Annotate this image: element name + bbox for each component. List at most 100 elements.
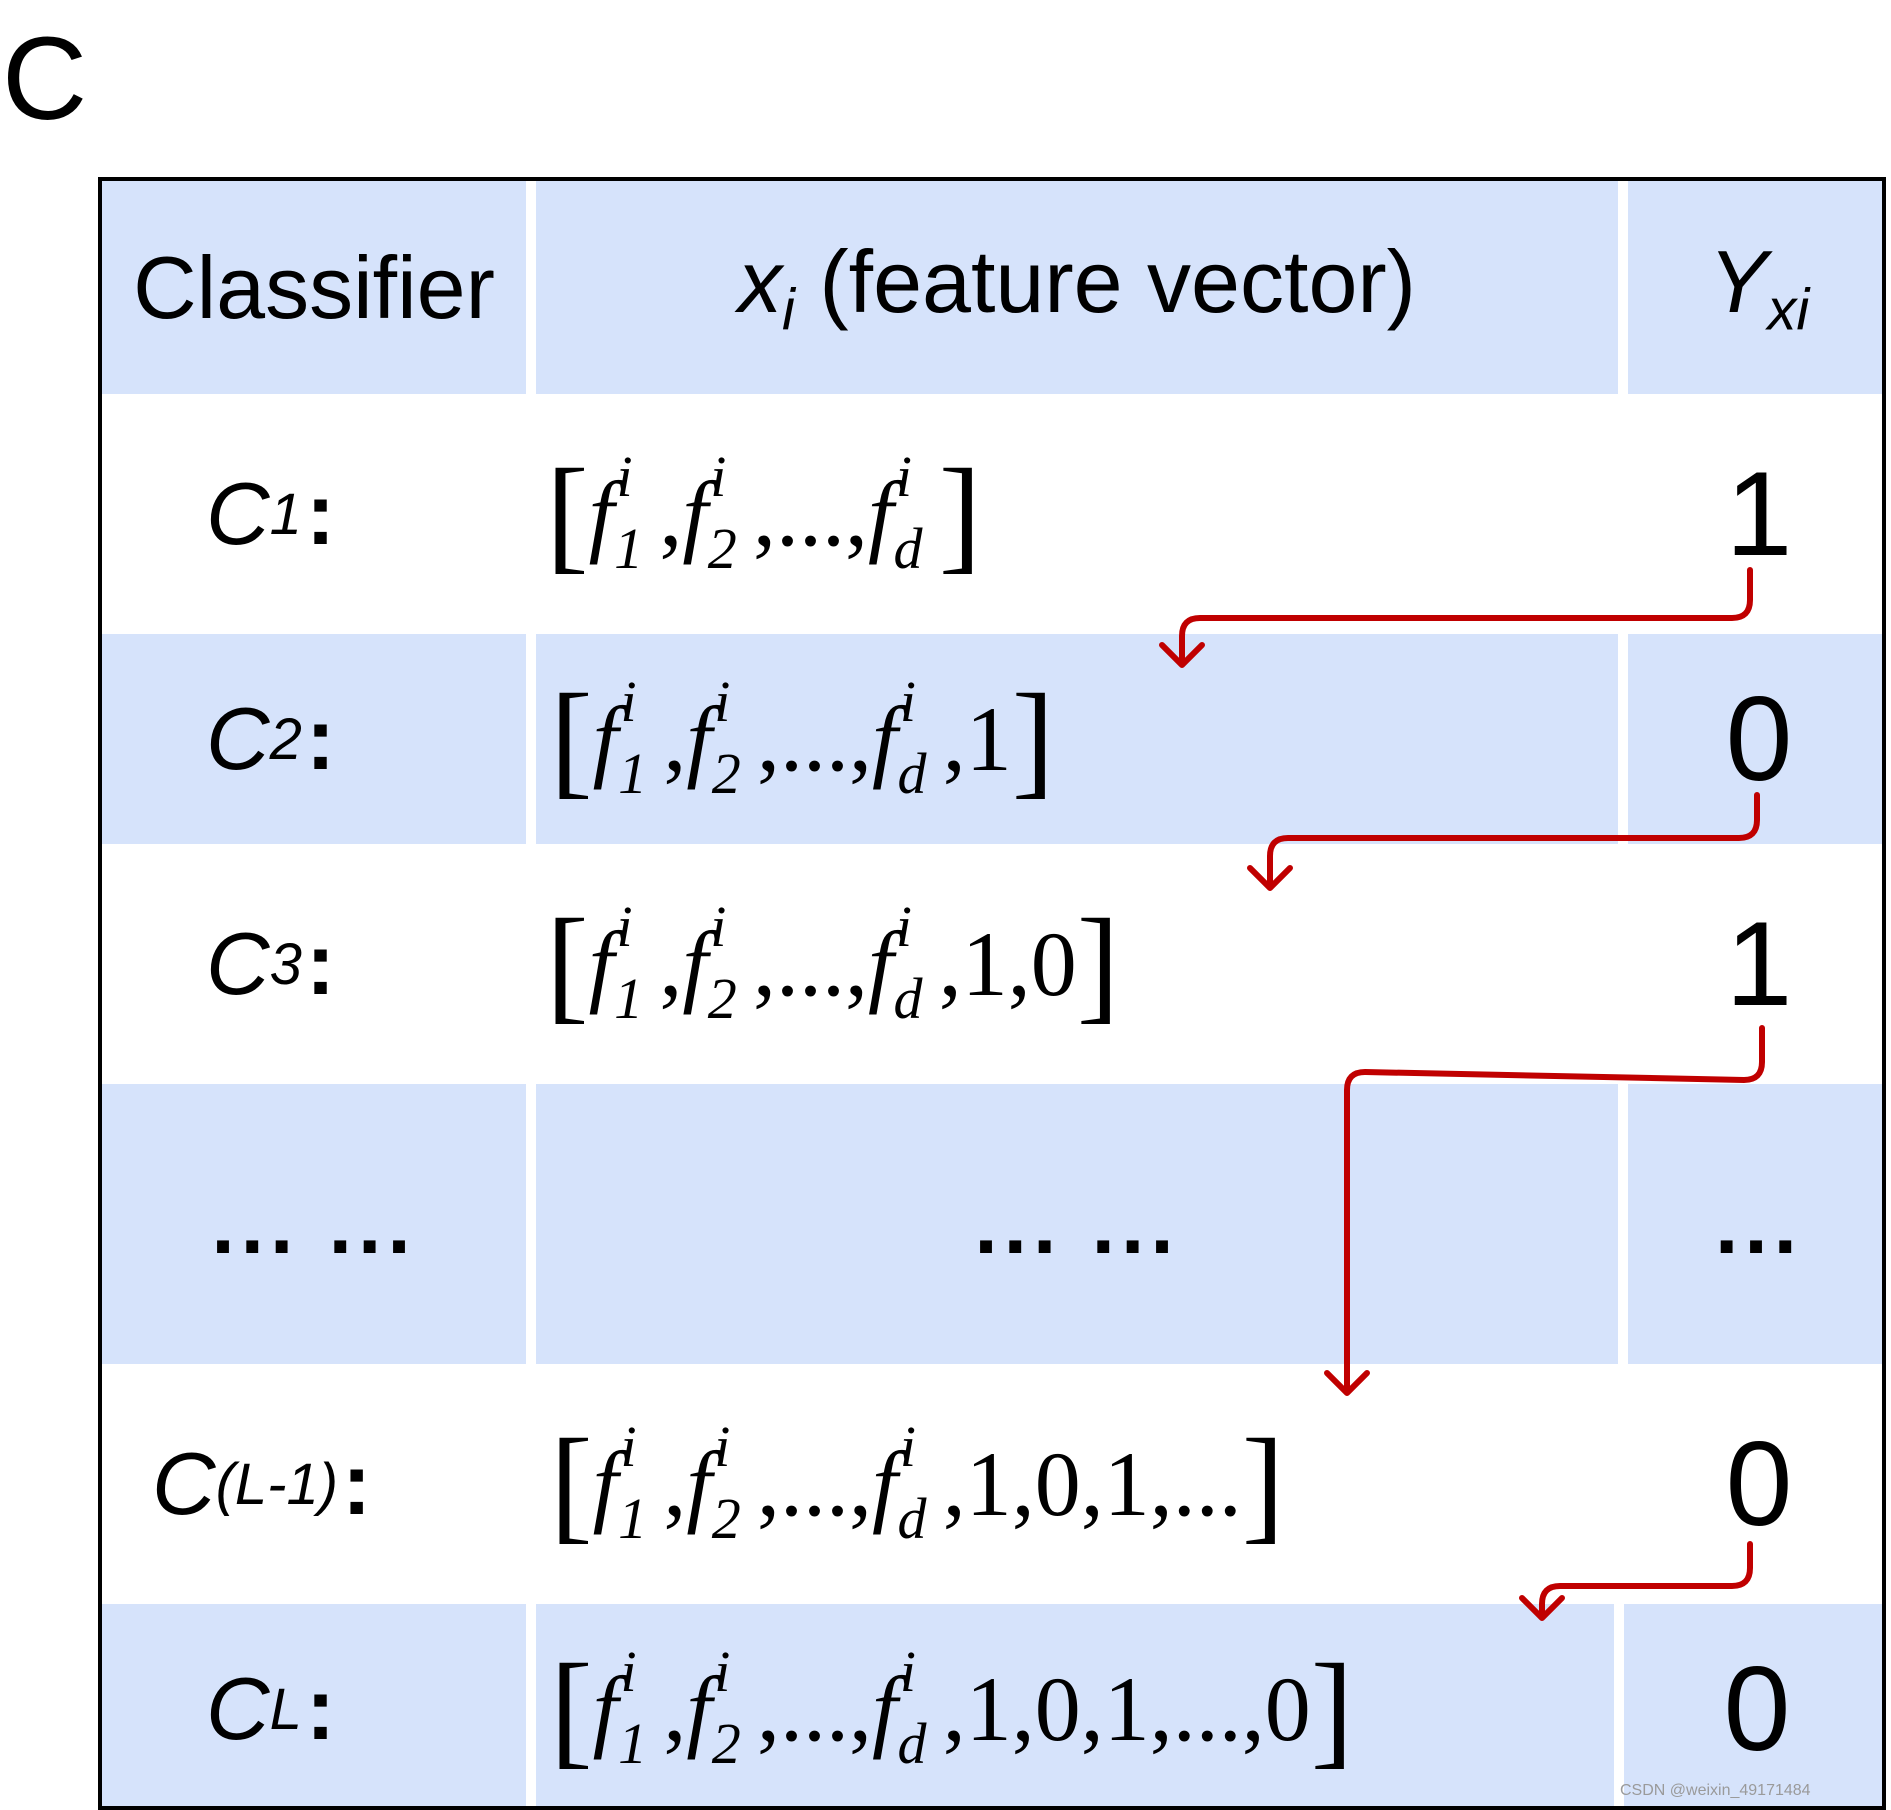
row-l-classifier-sub: L	[269, 1676, 302, 1742]
header-label-cell: Yxi	[1628, 181, 1882, 394]
ellipsis-row-classifier: ... ...	[102, 1084, 526, 1364]
row-1-comma: ,	[845, 463, 868, 565]
row-l-minus-1-open-bracket: [	[550, 1413, 593, 1555]
row-1-value: 1	[1725, 447, 1793, 581]
row-l-minus-1-classifier-sub: (L-1)	[215, 1451, 339, 1517]
row-l-ellipsis: ...	[1172, 1658, 1242, 1760]
row-l-comma: ,	[1241, 1658, 1265, 1760]
ellipsis-feature-text: ... ...	[974, 1176, 1180, 1271]
row-3-comma: ,	[753, 913, 776, 1015]
row-2-ellipsis: ...	[780, 688, 849, 790]
row-l-vector: [ fi1, fi2,..., fid,1,0,1,...,0 ]	[536, 1604, 1614, 1806]
row-l-comma: ,	[1149, 1658, 1173, 1760]
row-l-prev-label: 0	[1034, 1658, 1081, 1760]
header-classifier-cell: Classifier	[102, 181, 526, 394]
row-l-label-value: 0	[1624, 1604, 1882, 1806]
row-1-classifier-sub: 1	[269, 481, 302, 547]
row-l-minus-1-comma: ,	[1011, 1433, 1035, 1535]
row-2-classifier-name: C	[206, 689, 270, 788]
row-3-classifier-sub: 3	[269, 931, 302, 997]
row-2-vector: [ fi1, fi2,..., fid,1 ]	[536, 634, 1618, 844]
row-l-open-bracket: [	[550, 1638, 593, 1780]
row-2-fd: fid	[872, 668, 927, 807]
row-l-comma: ,	[1011, 1658, 1035, 1760]
ellipsis-label-text: ...	[1714, 1176, 1803, 1271]
row-3-classifier-name: C	[206, 914, 270, 1013]
row-l-minus-1-close-bracket: ]	[1241, 1413, 1285, 1555]
row-l-minus-1-ellipsis: ...	[1172, 1433, 1242, 1535]
row-3-close-bracket: ]	[1076, 893, 1120, 1035]
row-l-minus-1-fd: fid	[872, 1413, 927, 1552]
header-feature-rest: (feature vector)	[794, 232, 1416, 332]
row-l-prev-label: 1	[1103, 1658, 1150, 1760]
row-2-classifier-sub: 2	[269, 706, 302, 772]
row-1-open-bracket: [	[546, 443, 589, 585]
header-feature-cell: xi (feature vector)	[536, 181, 1618, 394]
header-label-y-sub: xi	[1767, 277, 1810, 343]
row-1-ellipsis: ...	[776, 463, 845, 565]
row-3-prev-label: 0	[1030, 913, 1077, 1015]
ellipsis-row-label: ...	[1628, 1084, 1882, 1364]
row-3-comma: ,	[938, 913, 962, 1015]
row-2-prev-label: 1	[965, 688, 1012, 790]
row-3-ellipsis: ...	[776, 913, 845, 1015]
row-l-minus-1-ellipsis: ...	[780, 1433, 849, 1535]
row-3-comma: ,	[845, 913, 868, 1015]
row-1-f2: fi2	[682, 443, 737, 582]
row-3-label-value: 1	[1628, 854, 1882, 1074]
header-label-y: Yxi	[1709, 231, 1810, 343]
row-1-f1: fi1	[588, 443, 644, 582]
row-2-f2: fi2	[686, 668, 741, 807]
row-l-minus-1-prev-label: 1	[965, 1433, 1012, 1535]
row-2-comma: ,	[757, 688, 780, 790]
row-l-comma: ,	[663, 1658, 687, 1760]
row-l-minus-1-prev-label: 1	[1103, 1433, 1150, 1535]
row-l-minus-1-colon: :	[342, 1434, 372, 1533]
row-2-colon: :	[305, 689, 336, 788]
ellipsis-row-feature: ... ...	[536, 1084, 1618, 1364]
row-l-prev-label: 1	[965, 1658, 1012, 1760]
row-l-fd: fid	[872, 1638, 927, 1777]
row-1-fd: fid	[868, 443, 923, 582]
row-l-minus-1-comma: ,	[942, 1433, 966, 1535]
row-1-comma: ,	[753, 463, 776, 565]
row-l-minus-1-classifier: C(L-1):	[152, 1374, 526, 1594]
row-l-f2: fi2	[686, 1638, 741, 1777]
header-feature-x-sub: i	[781, 277, 795, 343]
row-l-value: 0	[1723, 1642, 1791, 1776]
row-l-minus-1-value: 0	[1725, 1417, 1793, 1551]
row-3-f2: fi2	[682, 893, 737, 1032]
row-1-comma: ,	[659, 463, 683, 565]
row-3-open-bracket: [	[546, 893, 589, 1035]
row-l-classifier-name: C	[206, 1659, 270, 1758]
row-l-comma: ,	[757, 1658, 780, 1760]
row-l-minus-1-comma: ,	[663, 1433, 687, 1535]
row-1-classifier-name: C	[206, 464, 270, 563]
row-l-ellipsis: ...	[780, 1658, 849, 1760]
row-l-comma: ,	[849, 1658, 872, 1760]
row-l-close-bracket: ]	[1310, 1638, 1354, 1780]
row-2-close-bracket: ]	[1011, 668, 1055, 810]
row-l-comma: ,	[1080, 1658, 1104, 1760]
row-l-colon: :	[305, 1659, 336, 1758]
row-3-value: 1	[1725, 897, 1793, 1031]
row-2-value: 0	[1725, 672, 1793, 806]
row-3-comma: ,	[659, 913, 683, 1015]
row-3-prev-label: 1	[961, 913, 1008, 1015]
row-l-minus-1-vector: [ fi1, fi2,..., fid,1,0,1,... ]	[550, 1374, 1618, 1594]
header-classifier-label: Classifier	[133, 237, 495, 337]
row-l-minus-1-comma: ,	[849, 1433, 872, 1535]
row-3-colon: :	[305, 914, 336, 1013]
row-1-vector: [ fi1, fi2,..., fid ]	[546, 404, 1618, 624]
header-label-y-letter: Y	[1708, 232, 1768, 332]
row-l-minus-1-comma: ,	[757, 1433, 780, 1535]
row-3-comma: ,	[1007, 913, 1031, 1015]
row-2-comma: ,	[663, 688, 687, 790]
header-feature-label: xi (feature vector)	[738, 231, 1416, 343]
row-3-vector: [ fi1, fi2,..., fid,1,0 ]	[546, 854, 1618, 1074]
row-1-close-bracket: ]	[938, 443, 982, 585]
